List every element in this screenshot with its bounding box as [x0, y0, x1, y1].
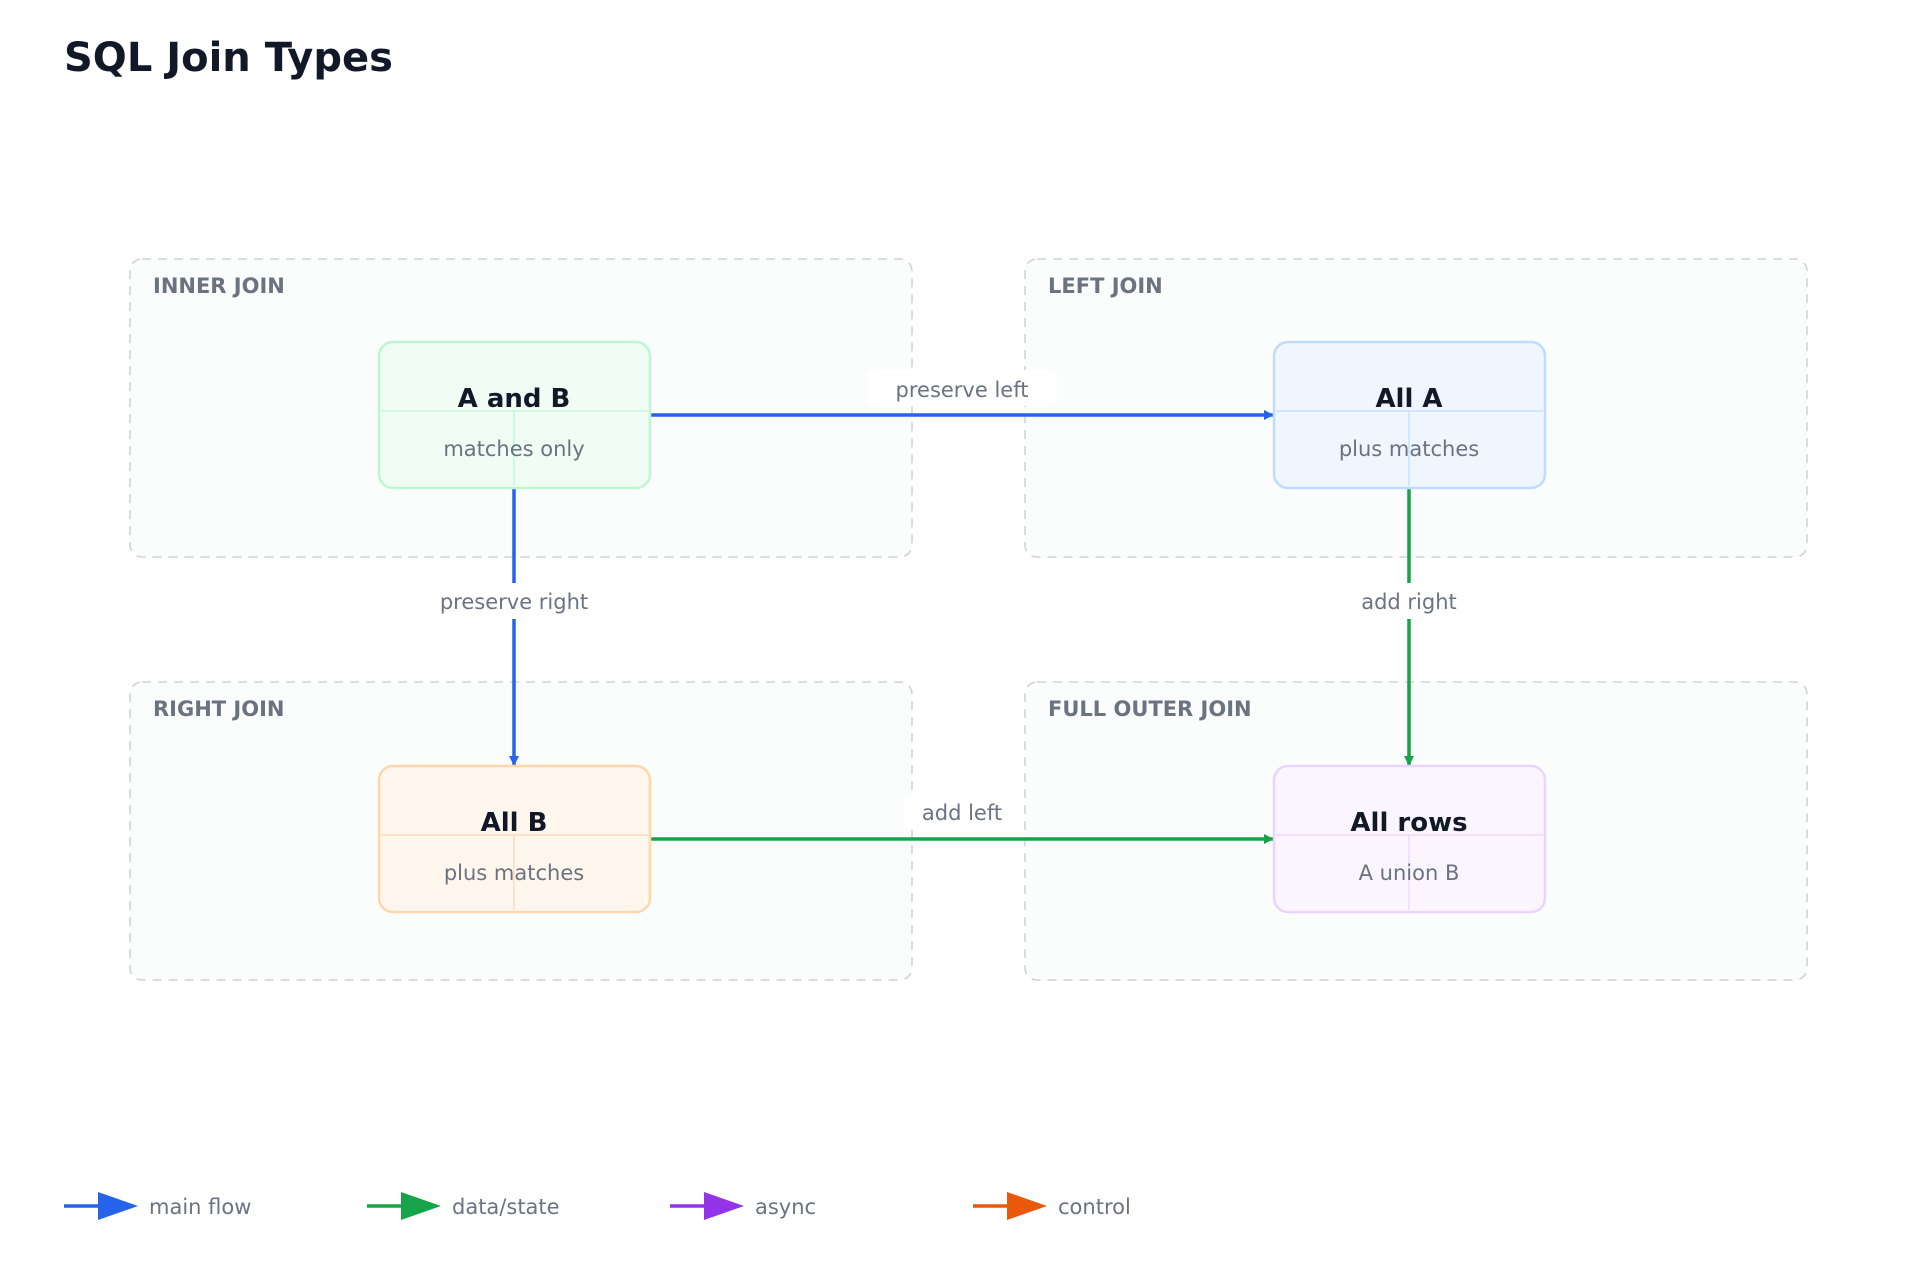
- node-right-join[interactable]: All B plus matches: [377, 764, 652, 914]
- edge-label-preserve-left: preserve left: [896, 378, 1029, 402]
- edge-add-left[interactable]: add left: [650, 794, 1274, 844]
- diagram-title: SQL Join Types: [64, 35, 393, 81]
- edge-label-preserve-right: preserve right: [440, 590, 588, 614]
- node-inner-join[interactable]: A and B matches only: [377, 340, 652, 490]
- edge-preserve-left[interactable]: preserve left: [650, 370, 1274, 420]
- legend: main flow data/state async control: [64, 1192, 1131, 1220]
- edge-add-right[interactable]: add right: [1346, 488, 1472, 766]
- edge-label-add-right: add right: [1361, 590, 1457, 614]
- node-left-join[interactable]: All A plus matches: [1272, 340, 1547, 490]
- legend-item-data-state: data/state: [367, 1192, 560, 1220]
- group-label-inner-join: INNER JOIN: [153, 274, 285, 298]
- legend-arrow-icon: [98, 1192, 138, 1220]
- legend-item-async: async: [670, 1192, 816, 1220]
- legend-arrow-icon: [1007, 1192, 1047, 1220]
- legend-arrow-icon: [401, 1192, 441, 1220]
- group-label-right-join: RIGHT JOIN: [153, 697, 285, 721]
- node-subtitle-left: plus matches: [1339, 437, 1479, 461]
- node-subtitle-right: plus matches: [444, 861, 584, 885]
- node-subtitle-full: A union B: [1359, 861, 1460, 885]
- node-subtitle-inner: matches only: [443, 437, 584, 461]
- legend-label-main-flow: main flow: [149, 1195, 251, 1219]
- node-title-left: All A: [1375, 384, 1442, 414]
- legend-label-async: async: [755, 1195, 816, 1219]
- node-title-right: All B: [481, 808, 548, 838]
- group-label-left-join: LEFT JOIN: [1048, 274, 1163, 298]
- node-full-outer-join[interactable]: All rows A union B: [1272, 764, 1547, 914]
- node-title-inner: A and B: [458, 384, 571, 414]
- edge-label-add-left: add left: [922, 801, 1002, 825]
- node-title-full: All rows: [1350, 808, 1467, 838]
- group-label-full-outer-join: FULL OUTER JOIN: [1048, 697, 1252, 721]
- legend-label-data-state: data/state: [452, 1195, 560, 1219]
- legend-item-main-flow: main flow: [64, 1192, 251, 1220]
- legend-arrow-icon: [704, 1192, 744, 1220]
- edge-preserve-right[interactable]: preserve right: [425, 488, 603, 766]
- legend-label-control: control: [1058, 1195, 1131, 1219]
- legend-item-control: control: [973, 1192, 1131, 1220]
